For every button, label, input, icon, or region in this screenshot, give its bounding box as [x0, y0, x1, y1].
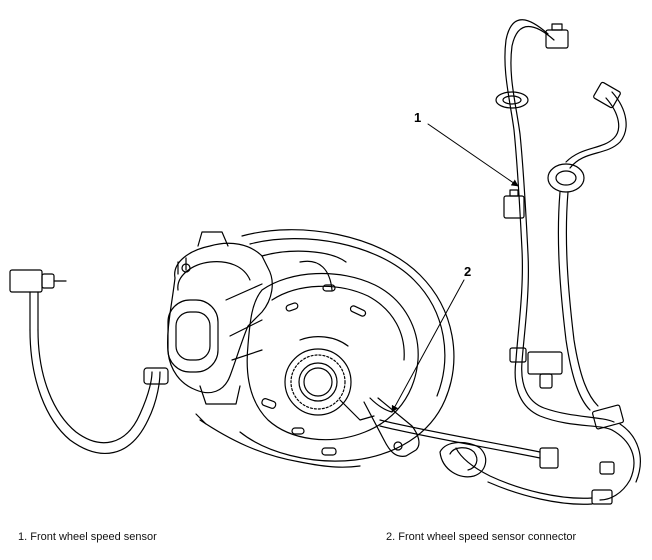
backing-plate [246, 272, 419, 456]
sensor-harness [261, 19, 641, 505]
hub-tone-wheel [284, 336, 352, 416]
brake-hose [9, 269, 169, 454]
callout-1-number: 1 [414, 110, 421, 125]
callout-1-arrow [427, 123, 519, 187]
caption-item-2: 2. Front wheel speed sensor connector [386, 531, 577, 543]
brake-disc [195, 229, 455, 468]
parking-brake-lever [363, 397, 420, 457]
callout-2-number: 2 [464, 264, 471, 279]
brake-caliper [167, 231, 273, 405]
callout-2-arrow [391, 279, 465, 413]
caption-item-1: 1. Front wheel speed sensor [18, 531, 157, 543]
